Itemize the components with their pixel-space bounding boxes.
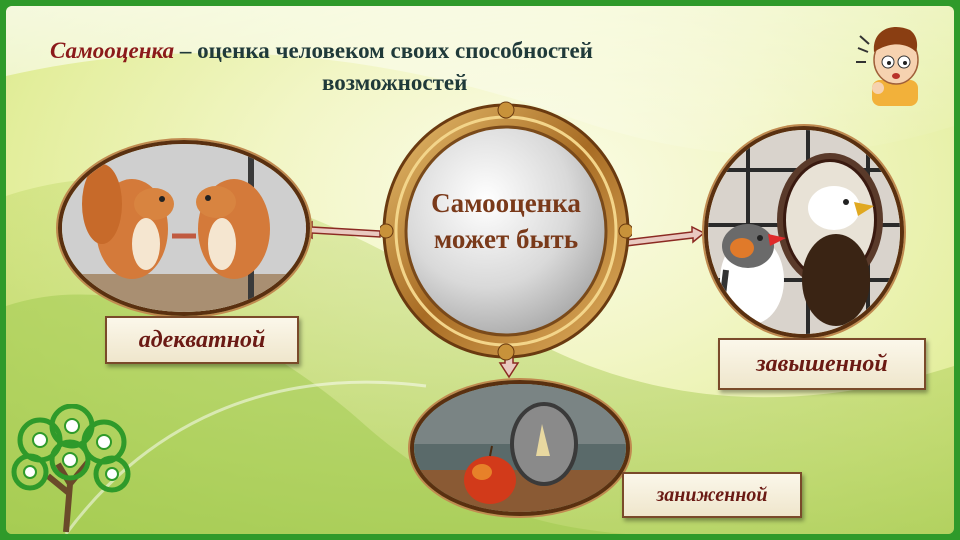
title-line2: возможностей (322, 70, 468, 95)
birds-image (708, 130, 900, 334)
label-lowered: заниженной (622, 472, 802, 518)
ornate-mirror (380, 101, 632, 361)
arrow-left (298, 220, 381, 240)
science-tree-icon (11, 404, 131, 533)
mirror-caption-line2: может быть (433, 224, 579, 254)
arrow-right (624, 225, 706, 247)
squirrel-photo (58, 140, 310, 316)
slide-title: Самооценка – оценка человеком своих спос… (50, 32, 830, 70)
apple-image (414, 384, 626, 512)
mirror-caption: Самооценка может быть (400, 185, 612, 257)
label-adequate: адекватной (105, 316, 299, 364)
mirror-caption-line1: Самооценка (431, 188, 581, 218)
title-accent: Самооценка (50, 38, 175, 63)
label-inflated: завышенной (718, 338, 926, 390)
squirrel-image (62, 144, 306, 312)
thinking-boy-icon (856, 26, 919, 106)
title-line1-rest: – оценка человеком своих способностей (174, 38, 593, 63)
apple-photo (410, 380, 630, 516)
birds-photo (704, 126, 904, 338)
